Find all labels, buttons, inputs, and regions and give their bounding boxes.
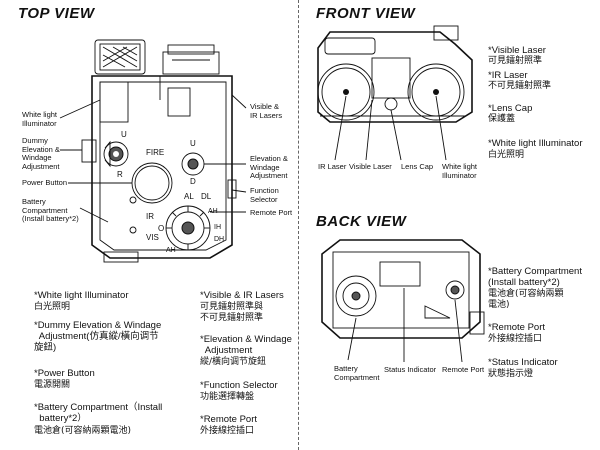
ir-mark: IR	[146, 212, 154, 221]
ih-mark: IH	[214, 224, 221, 231]
al-mark: AL	[184, 192, 194, 201]
callout-remote-port: Remote Port	[250, 208, 293, 217]
callout-front-white-light: White light Illuminator	[442, 162, 478, 180]
callout-dummy-adjustment: Dummy Elevation & Windage Adjustment	[22, 136, 60, 171]
u-left-mark: U	[121, 130, 127, 139]
dl-mark: DL	[201, 192, 212, 201]
legend-elevation-en: *Elevation & Windage Adjustment	[200, 334, 292, 356]
callout-back-battery: Battery Compartment	[334, 364, 380, 382]
front-view-title: FRONT VIEW	[316, 5, 416, 22]
legend-function-en: *Function Selector	[200, 380, 278, 391]
legend-visible-ir-zh: 可見鐳射照準與 不可見鐳射照準	[200, 302, 264, 323]
callout-power-button: Power Button	[22, 178, 68, 187]
back-legend-remote-en: *Remote Port	[488, 322, 546, 333]
top-view-title: TOP VIEW	[18, 5, 95, 22]
callout-function-selector: Function Selector	[250, 186, 279, 204]
legend-remote-zh: 外接線控插口	[200, 426, 255, 436]
d-mark: D	[190, 177, 196, 186]
callout-back-remote: Remote Port	[442, 365, 485, 374]
front-view-device	[317, 25, 473, 123]
back-legend-remote-zh: 外接線控插口	[488, 334, 543, 344]
back-legend-status-zh: 狀態指示燈	[488, 369, 534, 379]
back-view-title: BACK VIEW	[316, 213, 407, 230]
back-view-device	[321, 239, 485, 339]
top-view-leaders	[59, 94, 247, 223]
callout-elevation-windage: Elevation & Windage Adjustment	[250, 154, 288, 180]
legend-elevation-zh: 縱/橫向调节旋鈕	[200, 357, 267, 367]
back-legend-battery-zh: 電池倉(可容納兩顆 電池)	[488, 289, 564, 310]
legend-visible-ir-en: *Visible & IR Lasers	[200, 290, 284, 301]
back-legend-status-en: *Status Indicator	[488, 357, 558, 368]
front-legend-ir-en: *IR Laser	[488, 70, 528, 81]
front-legend-visible-zh: 可見鐳射照準	[488, 56, 543, 66]
callout-ir-laser: IR Laser	[318, 162, 347, 171]
legend-remote-en: *Remote Port	[200, 414, 258, 425]
front-legend-lenscap-zh: 保護蓋	[488, 114, 516, 124]
legend-dummy-en: *Dummy Elevation & Windage Adjustment(仿真…	[34, 320, 162, 353]
dh-mark: DH	[214, 236, 225, 243]
legend-white-light-zh: 白光照明	[34, 302, 71, 312]
front-legend-white-zh: 白光照明	[488, 150, 525, 160]
front-view-leaders	[334, 95, 447, 161]
callout-white-light: White light Illuminator	[22, 110, 58, 128]
view-divider	[298, 0, 299, 450]
callout-battery-compartment: Battery Compartment (Install battery*2)	[22, 197, 79, 223]
front-legend-white-en: *White light Illuminator	[488, 138, 583, 149]
legend-battery-en: *Battery Compartment（Install battery*2）	[34, 402, 163, 424]
vis-mark: VIS	[146, 233, 159, 242]
ah-mark-2: AH	[166, 247, 176, 254]
top-view-device	[81, 39, 237, 263]
back-view-leaders	[347, 288, 463, 363]
callout-visible-laser: Visible Laser	[349, 162, 392, 171]
legend-white-light-en: *White light Illuminator	[34, 290, 129, 301]
callout-lens-cap: Lens Cap	[401, 162, 434, 171]
ah-mark-1: AH	[208, 208, 218, 215]
legend-power-en: *Power Button	[34, 368, 95, 379]
front-legend-lenscap-en: *Lens Cap	[488, 103, 533, 114]
front-legend-ir-zh: 不可見鐳射照準	[488, 81, 552, 91]
fire-mark: FIRE	[146, 148, 165, 157]
back-legend-battery-en: *Battery Compartment (Install battery*2)	[488, 266, 582, 288]
legend-power-zh: 電源開關	[34, 380, 71, 390]
callout-visible-ir-lasers: Visible & IR Lasers	[250, 102, 283, 120]
u-right-mark: U	[190, 139, 196, 148]
front-legend-visible-en: *Visible Laser	[488, 45, 546, 56]
legend-function-zh: 功能選擇轉盤	[200, 392, 255, 402]
callout-status-indicator: Status Indicator	[384, 365, 437, 374]
o-mark: O	[158, 224, 165, 233]
legend-battery-zh: 電池倉(可容納兩顆電池)	[34, 426, 132, 436]
r-mark: R	[117, 170, 123, 179]
